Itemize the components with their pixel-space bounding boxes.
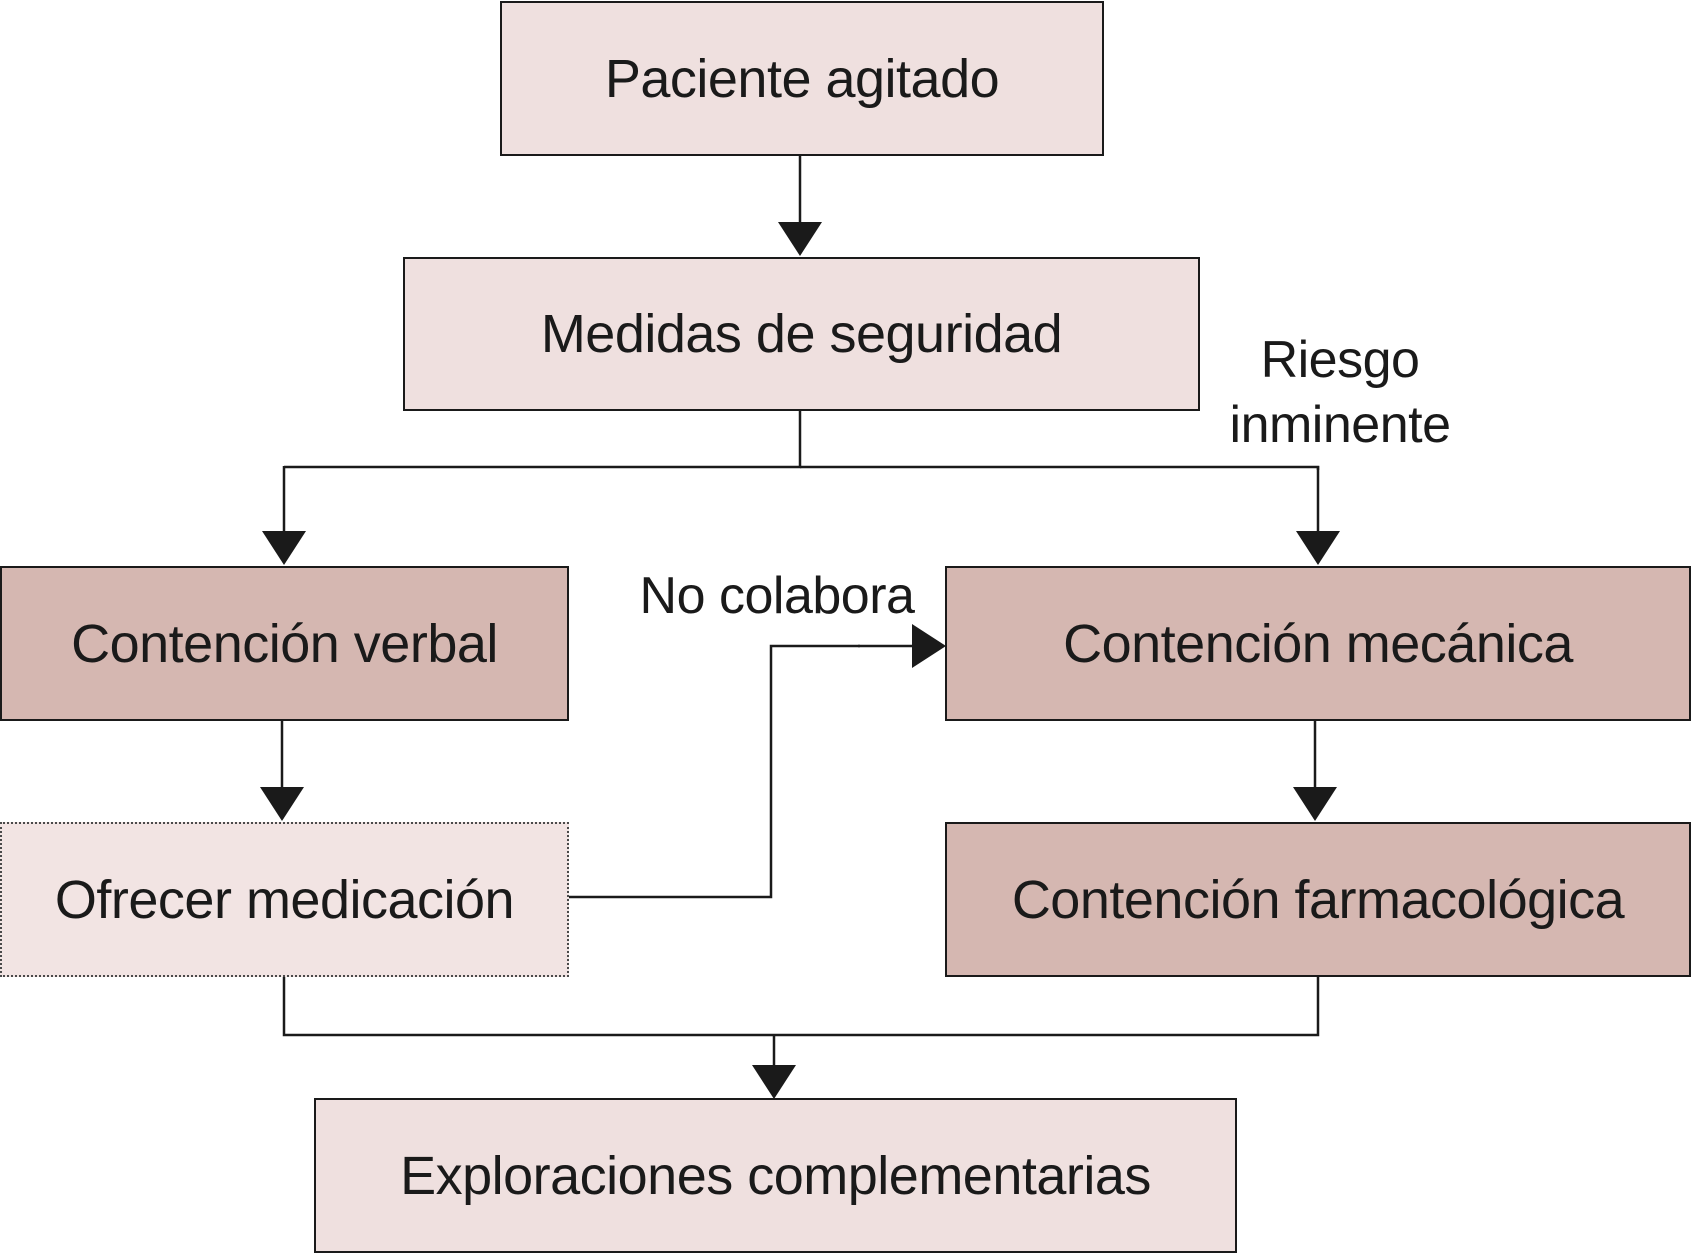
- edge-label-no-colabora-text: No colabora: [639, 567, 915, 625]
- node-contencion-verbal-label: Contención verbal: [71, 613, 498, 674]
- node-exploraciones-complementarias-label: Exploraciones complementarias: [400, 1145, 1151, 1206]
- edge-label-riesgo-line1: Riesgo: [1260, 331, 1420, 389]
- connector-bottom-merge: [282, 975, 1320, 1037]
- connector-medidas-right: [800, 465, 1320, 470]
- node-contencion-farmacologica: Contención farmacológica: [945, 822, 1691, 977]
- node-contencion-mecanica-label: Contención mecánica: [1063, 613, 1573, 674]
- node-exploraciones-complementarias: Exploraciones complementarias: [314, 1098, 1237, 1253]
- node-ofrecer-medicacion: Ofrecer medicación: [0, 822, 569, 977]
- edge-label-riesgo-inminente: Riesgo inminente: [1210, 328, 1470, 458]
- connector-medidas-split: [284, 408, 802, 469]
- node-contencion-farmacologica-label: Contención farmacológica: [1011, 869, 1625, 930]
- node-medidas-seguridad-label: Medidas de seguridad: [540, 304, 1063, 364]
- connector-medicacion-to-mecanica: [568, 644, 860, 899]
- edge-label-no-colabora: No colabora: [622, 564, 932, 629]
- node-ofrecer-medicacion-label: Ofrecer medicación: [54, 869, 515, 930]
- node-paciente-agitado: Paciente agitado: [500, 1, 1104, 156]
- node-contencion-verbal: Contención verbal: [0, 566, 569, 721]
- node-medidas-seguridad: Medidas de seguridad: [403, 257, 1200, 411]
- node-contencion-mecanica: Contención mecánica: [945, 566, 1691, 721]
- node-paciente-agitado-label: Paciente agitado: [604, 48, 1000, 109]
- edge-label-riesgo-line2: inminente: [1229, 396, 1451, 454]
